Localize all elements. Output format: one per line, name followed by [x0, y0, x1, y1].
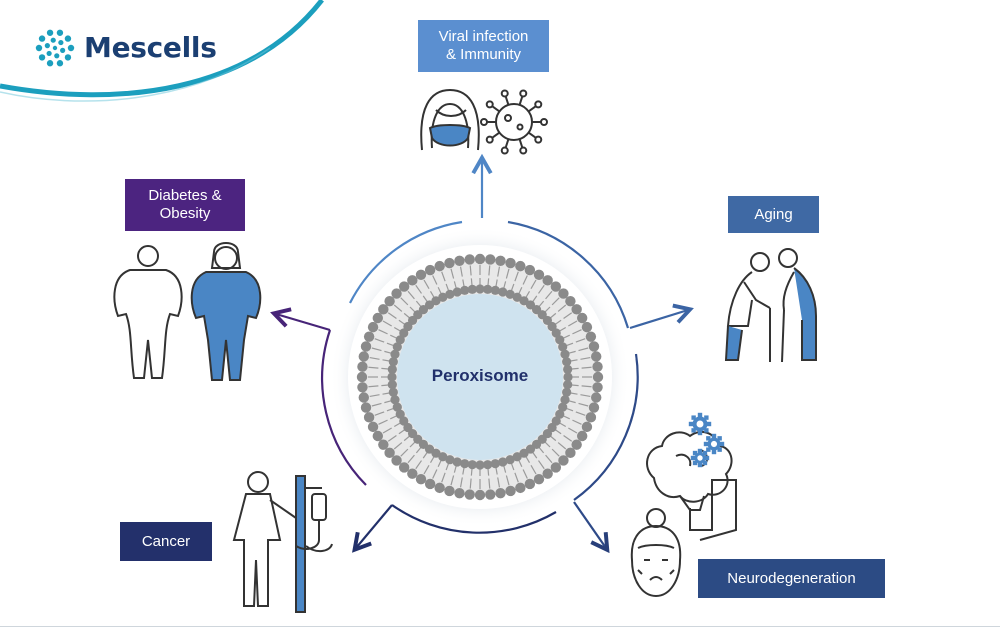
- label-aging: Aging: [728, 196, 819, 233]
- brand-name: Mescells: [84, 31, 217, 64]
- label-viral-infection-immunity: Viral infection & Immunity: [418, 20, 549, 72]
- elderly-couple-icon: [724, 248, 817, 363]
- connector-arrows: [270, 153, 694, 554]
- masked-woman-icon: [420, 88, 480, 151]
- bottom-divider: [0, 626, 1000, 627]
- elderly-woman-icon: [630, 508, 682, 598]
- connector-arcs: [321, 220, 639, 534]
- brain-gears-icon: [646, 430, 737, 541]
- gear-icon: [688, 412, 725, 468]
- peroxisome-label: Peroxisome: [431, 366, 529, 385]
- peroxisome-lumen: [397, 294, 563, 460]
- obese-couple-icon: [113, 242, 262, 381]
- header-swoosh: [0, 0, 324, 102]
- virus-icon: [480, 89, 548, 155]
- label-diabetes-obesity: Diabetes & Obesity: [125, 179, 245, 231]
- iv-patient-icon: [232, 471, 333, 613]
- label-cancer: Cancer: [120, 522, 212, 561]
- label-neurodegeneration: Neurodegeneration: [698, 559, 885, 598]
- logo-icon: [35, 29, 75, 67]
